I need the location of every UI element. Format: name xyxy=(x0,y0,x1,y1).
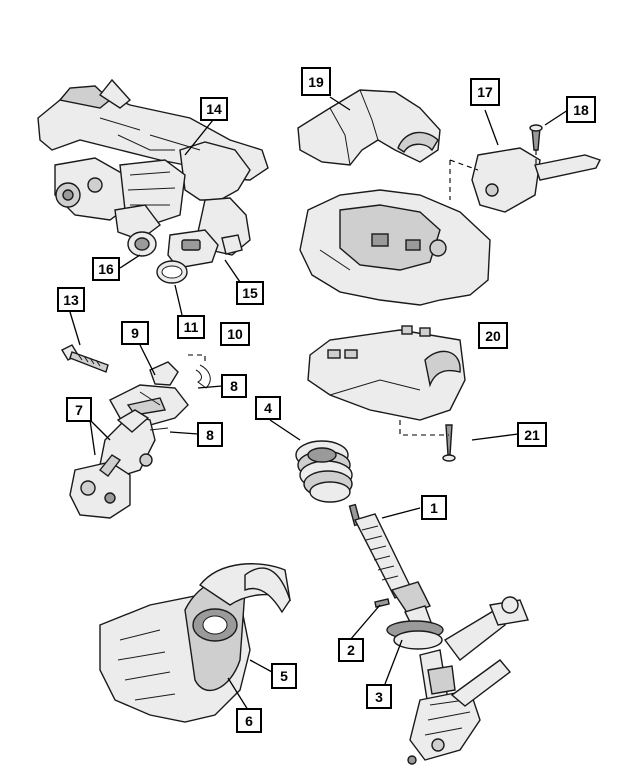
callout-19: 19 xyxy=(301,67,331,96)
callout-3: 3 xyxy=(366,684,392,709)
callout-5: 5 xyxy=(271,663,297,689)
callout-6: 6 xyxy=(236,708,262,733)
callout-17: 17 xyxy=(470,78,500,106)
callout-11: 11 xyxy=(177,315,205,339)
callout-21: 21 xyxy=(517,422,547,447)
callout-1: 1 xyxy=(421,495,447,520)
column-boot xyxy=(295,440,353,503)
callout-13: 13 xyxy=(57,287,85,312)
callout-7: 7 xyxy=(66,397,92,422)
dash-silencer-and-boot xyxy=(99,563,291,723)
callout-14: 14 xyxy=(200,97,228,121)
leader-lines xyxy=(69,96,569,711)
callout-18: 18 xyxy=(566,96,596,123)
callout-15: 15 xyxy=(236,281,264,305)
callout-8-lower: 8 xyxy=(197,422,223,447)
callout-10: 10 xyxy=(220,322,250,346)
callout-2: 2 xyxy=(338,638,364,662)
multifunction-switch-area xyxy=(299,124,601,306)
bolt xyxy=(61,344,109,373)
callout-16: 16 xyxy=(92,257,120,281)
intermediate-shaft xyxy=(348,503,433,631)
steering-column xyxy=(69,354,211,519)
callout-4: 4 xyxy=(255,396,281,420)
callout-20: 20 xyxy=(478,322,508,349)
steering-gear xyxy=(386,596,529,765)
callout-8-upper: 8 xyxy=(221,374,247,398)
upper-shroud xyxy=(297,89,441,166)
callout-9: 9 xyxy=(121,321,149,345)
dash-frame-assembly xyxy=(37,78,269,284)
lower-shroud xyxy=(307,325,466,462)
